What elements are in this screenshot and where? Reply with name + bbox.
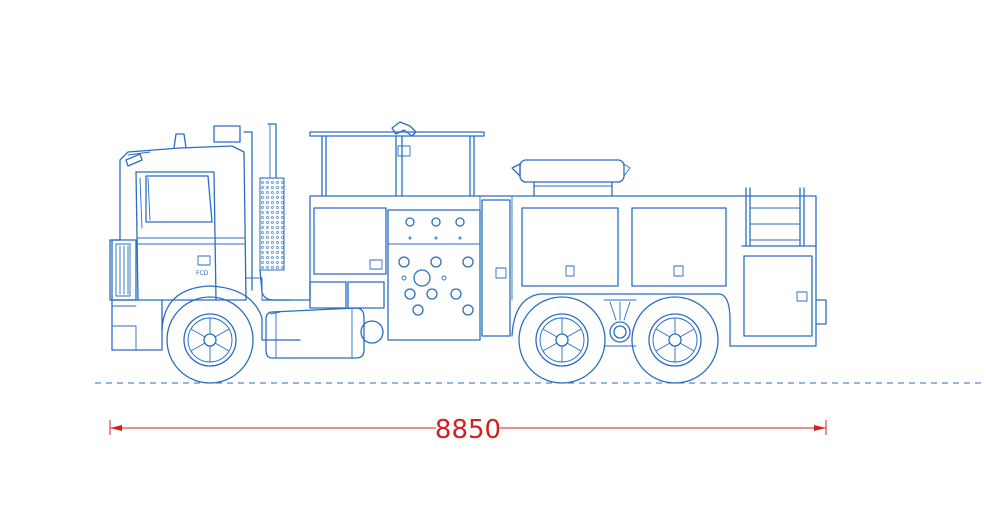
rear-wheel-arch [511, 293, 731, 347]
dimension-arrow-right [814, 425, 826, 431]
rear-wheel-1 [518, 296, 606, 384]
exhaust-stack [213, 123, 291, 301]
front-wheel [166, 296, 254, 384]
cab: FCD [109, 133, 263, 351]
exhaust-grille [259, 177, 285, 271]
front-wheel-arch [161, 285, 263, 341]
fuel-tank [265, 307, 384, 359]
truck: FCD [109, 121, 827, 384]
chassis-frame [261, 299, 311, 341]
cab-badge-text: FCD [196, 270, 209, 277]
overall-length-label: 8850 [435, 415, 501, 445]
body-module [309, 121, 827, 347]
dimension-arrow-left [110, 425, 122, 431]
overall-length-dimension: 8850 [109, 415, 827, 445]
rear-wheel-2 [631, 296, 719, 384]
